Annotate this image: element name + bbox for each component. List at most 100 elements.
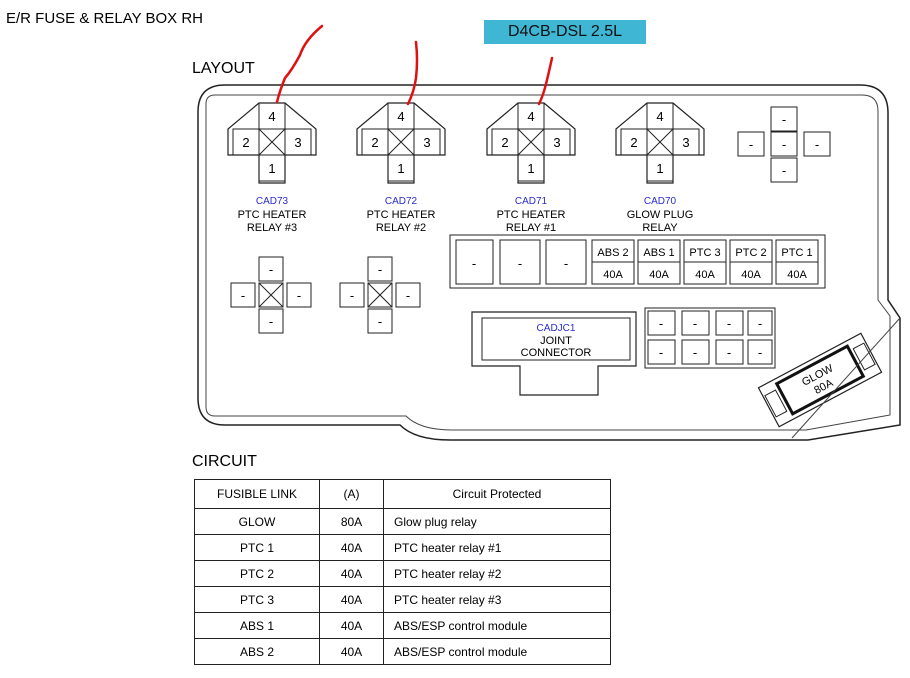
svg-text:-: - (659, 316, 663, 331)
fuse-name: ABS 2 (597, 247, 628, 259)
cell-amps: 40A (319, 534, 384, 561)
fuse-ptc-1: PTC 1 40A (775, 239, 819, 285)
cell-amps: 80A (319, 508, 384, 535)
relay-pin-4: 4 (527, 109, 534, 124)
relay-pin-2: 2 (630, 135, 637, 150)
fuse-name: PTC 1 (781, 247, 812, 259)
relay-pin-1: 1 (397, 161, 404, 176)
relay-pin-3: 3 (682, 135, 689, 150)
svg-text:-: - (693, 345, 697, 360)
circuit-heading: CIRCUIT (192, 453, 257, 470)
fuse-name: ABS 1 (643, 247, 674, 259)
svg-text:-: - (815, 137, 819, 152)
fuse-rating: 40A (741, 269, 761, 281)
relay-name-line2: RELAY #3 (247, 222, 297, 234)
relay-pin-1: 1 (268, 161, 275, 176)
cell-fusible-link: PTC 1 (194, 534, 320, 561)
joint-connector-code: CADJC1 (537, 323, 576, 334)
layout-heading: LAYOUT (192, 60, 255, 77)
cell-fusible-link: GLOW (194, 508, 320, 535)
cell-circuit: PTC heater relay #2 (383, 560, 611, 587)
fuse-block-frame (449, 234, 826, 289)
fuse-rating: 40A (695, 269, 715, 281)
relay-name-line2: RELAY #2 (376, 222, 426, 234)
svg-text:-: - (297, 288, 301, 303)
annotation-mark-cad72 (406, 40, 419, 106)
relay-name-line2: RELAY (642, 222, 678, 234)
relay-name-line2: RELAY #1 (506, 222, 556, 234)
engine-badge: D4CB-DSL 2.5L (484, 20, 646, 44)
relay-code: CAD72 (385, 196, 418, 207)
empty-relay-cross: ---- (339, 256, 421, 334)
relay-name-line1: PTC HEATER (367, 209, 436, 221)
relay-code: CAD70 (644, 196, 677, 207)
svg-text:-: - (659, 345, 663, 360)
red-annotation-marks (275, 24, 554, 106)
cell-fusible-link: ABS 2 (194, 638, 320, 665)
cell-circuit: Glow plug relay (383, 508, 611, 535)
fuse-ptc-3: PTC 3 40A (683, 239, 727, 285)
svg-text:-: - (693, 316, 697, 331)
annotation-mark-cad73 (275, 24, 324, 104)
cell-circuit: ABS/ESP control module (383, 612, 611, 639)
svg-text:-: - (350, 288, 354, 303)
relay-pin-4: 4 (268, 109, 275, 124)
fuse-ptc-2: PTC 2 40A (729, 239, 773, 285)
relay-pin-2: 2 (242, 135, 249, 150)
svg-text:-: - (782, 163, 786, 178)
relay-pin-4: 4 (656, 109, 663, 124)
cell-amps: 40A (319, 586, 384, 613)
cell-amps: 40A (319, 638, 384, 665)
cell-fusible-link: ABS 1 (194, 612, 320, 639)
empty-cross-top-right: - - - - - (737, 106, 831, 183)
fuse-name: PTC 3 (689, 247, 720, 259)
svg-text:-: - (749, 137, 753, 152)
relay-pin-3: 3 (423, 135, 430, 150)
joint-connector-line1: JOINT (540, 335, 572, 347)
relay-pin-3: 3 (294, 135, 301, 150)
header-amps: (A) (319, 479, 384, 509)
svg-text:-: - (518, 256, 522, 271)
cell-fusible-link: PTC 3 (194, 586, 320, 613)
svg-text:-: - (241, 288, 245, 303)
svg-text:-: - (269, 262, 273, 277)
table-header-row: FUSIBLE LINK (A) Circuit Protected (194, 479, 611, 509)
fuse-abs-1: ABS 1 40A (637, 239, 681, 285)
relay-pin-4: 4 (397, 109, 404, 124)
cell-amps: 40A (319, 560, 384, 587)
svg-text:-: - (564, 256, 568, 271)
fuse-rating: 40A (649, 269, 669, 281)
header-fusible-link: FUSIBLE LINK (194, 479, 320, 509)
glow-fuse: GLOW 80A (757, 332, 883, 428)
svg-text:-: - (727, 345, 731, 360)
relay-code: CAD73 (256, 196, 289, 207)
header-circuit-protected: Circuit Protected (383, 479, 611, 509)
spare-slots: - - - (455, 239, 587, 285)
relay-name-line1: PTC HEATER (238, 209, 307, 221)
svg-text:-: - (378, 262, 382, 277)
fuse-rating: 40A (787, 269, 807, 281)
empty-grid: - - - - - - - - (644, 307, 776, 369)
relay-pin-2: 2 (501, 135, 508, 150)
cell-circuit: PTC heater relay #3 (383, 586, 611, 613)
relay-name-line1: PTC HEATER (497, 209, 566, 221)
relay-code: CAD71 (515, 196, 548, 207)
svg-text:-: - (406, 288, 410, 303)
relay-pin-1: 1 (656, 161, 663, 176)
cell-circuit: ABS/ESP control module (383, 638, 611, 665)
fuse-name: PTC 2 (735, 247, 766, 259)
box-title: E/R FUSE & RELAY BOX RH (6, 10, 203, 27)
cell-fusible-link: PTC 2 (194, 560, 320, 587)
